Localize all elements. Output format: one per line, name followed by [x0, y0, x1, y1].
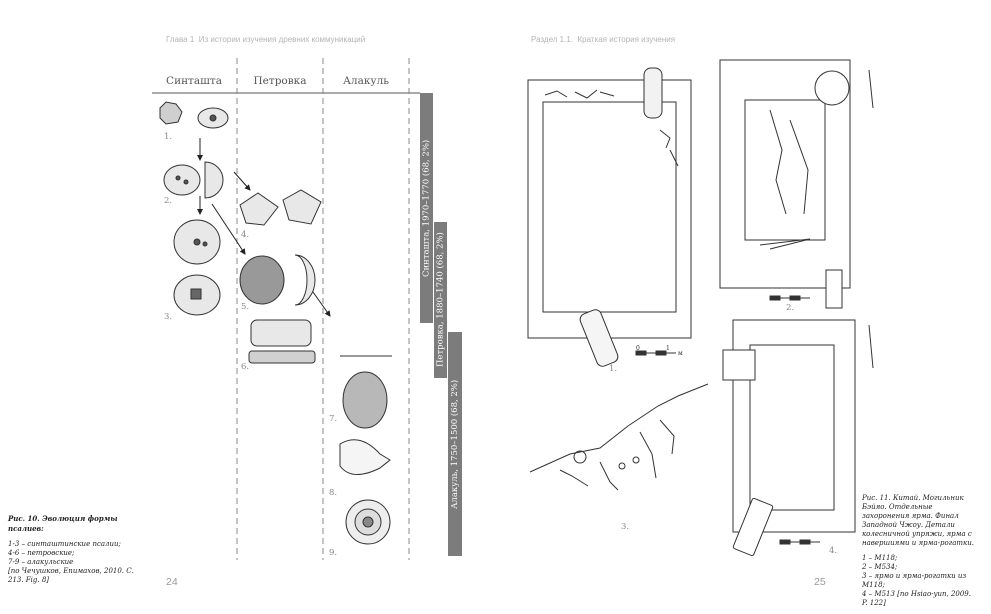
- item-number-2: 2.: [164, 196, 173, 206]
- plan-number-2: 2.: [786, 303, 795, 313]
- running-head-right: Раздел 1.1. Краткая история изучения: [531, 35, 675, 44]
- figure-caption-left: Рис. 10. Эволюция формы псалиев: 1-3 – с…: [8, 514, 146, 585]
- item-number-9: 9.: [329, 548, 338, 558]
- column-header-alakul: Алакуль: [342, 75, 389, 87]
- page-number-left: 24: [166, 576, 178, 588]
- running-head-left: Глава 1 Из истории изучения древних комм…: [166, 35, 365, 44]
- item-number-4: 4.: [241, 230, 250, 240]
- chapter-title: Из истории изучения древних коммуникаций: [198, 35, 366, 44]
- item-number-5: 5.: [241, 302, 250, 312]
- item-number-3: 3.: [164, 312, 173, 322]
- caption-line: 4 – M513 [по Hsiao-yun, 2009. P. 122]: [862, 590, 971, 607]
- scale-label-zero: 0: [636, 345, 640, 352]
- caption-line: [по Чечушков, Епимахов, 2010. С. 213. Fi…: [8, 567, 134, 584]
- item-number-6: 6.: [241, 362, 250, 372]
- plan-number-3: 3.: [621, 522, 630, 532]
- plan-number-1: 1.: [609, 364, 618, 374]
- item-number-8: 8.: [329, 488, 338, 498]
- item-number-7: 7.: [329, 414, 338, 424]
- column-header-petrovka: Петровка: [253, 75, 307, 87]
- plan-number-4: 4.: [829, 546, 838, 556]
- section-title: Краткая история изучения: [577, 35, 676, 44]
- caption-line: 7-9 – алакульские: [8, 558, 74, 566]
- caption-line: 1 – M118;: [862, 554, 898, 562]
- caption-title: Рис. 11. Китай. Могильник Бэйяо. Отдельн…: [862, 494, 974, 547]
- figure-caption-right: Рис. 11. Китай. Могильник Бэйяо. Отдельн…: [862, 494, 978, 608]
- caption-line: 2 – M534;: [862, 563, 898, 571]
- caption-line: 3 – ярмо и ярма-рогатки из M118;: [862, 572, 967, 589]
- scale-label-one: 1: [666, 345, 670, 352]
- scale-label-unit: м: [678, 350, 683, 357]
- column-header-sintashta: Синташта: [166, 75, 222, 87]
- caption-line: 1-3 – синташтинские псалии;: [8, 540, 121, 548]
- caption-title: Рис. 10. Эволюция формы псалиев:: [8, 514, 118, 533]
- caption-line: 4-6 – петровские;: [8, 549, 75, 557]
- page-number-right: 25: [814, 576, 826, 588]
- chapter-label: Глава 1: [166, 35, 195, 44]
- section-label: Раздел 1.1.: [531, 35, 574, 44]
- item-number-1: 1.: [164, 132, 173, 142]
